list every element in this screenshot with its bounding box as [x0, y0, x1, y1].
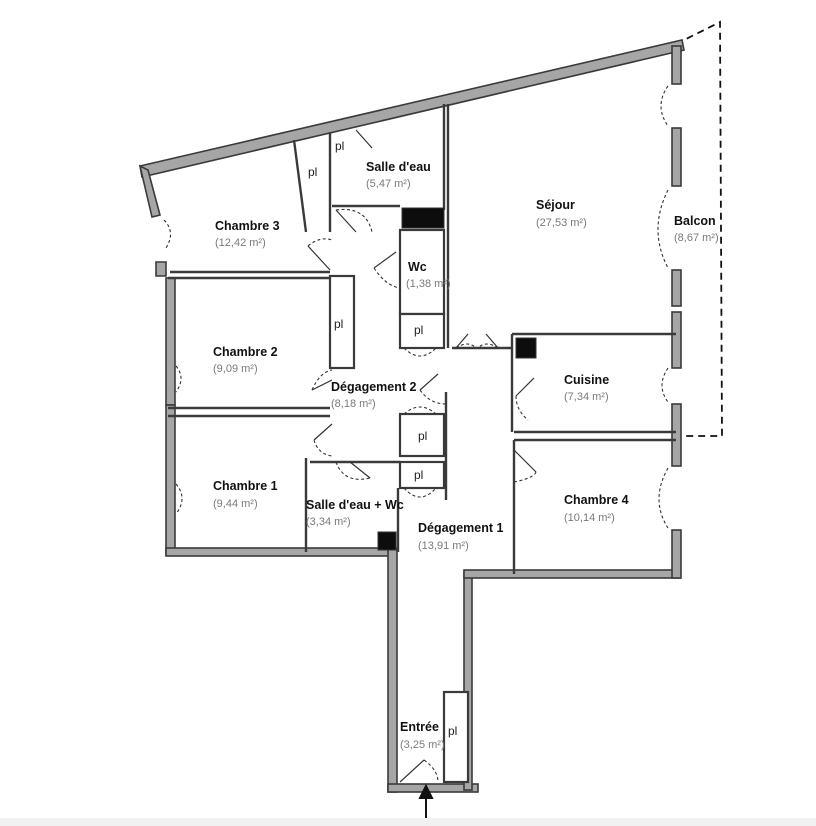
balcony-outline: [675, 20, 723, 437]
room-name-cuisine: Cuisine: [564, 373, 609, 387]
arrow-up-icon: [418, 783, 434, 818]
room-name-chambre2: Chambre 2: [213, 345, 278, 359]
room-area-salle-eau-wc: (3,34 m²): [306, 516, 351, 528]
room-name-chambre4: Chambre 4: [564, 493, 629, 507]
room-name-chambre1: Chambre 1: [213, 479, 278, 493]
closet-label: pl: [414, 468, 423, 482]
room-area-chambre2: (9,09 m²): [213, 363, 258, 375]
closet-label: pl: [334, 317, 343, 331]
technical-shafts: [377, 207, 537, 551]
room-area-cuisine: (7,34 m²): [564, 391, 609, 403]
room-labels: Séjour (27,53 m²) Balcon (8,67 m²) Salle…: [213, 160, 719, 751]
room-name-salle-eau: Salle d'eau: [366, 160, 431, 174]
interior-walls: [168, 104, 676, 784]
room-area-degagement1: (13,91 m²): [418, 540, 469, 552]
closet-label: pl: [448, 724, 457, 738]
room-name-sejour: Séjour: [536, 198, 575, 212]
room-name-salle-eau-wc: Salle d'eau + Wc: [306, 498, 404, 512]
room-name-chambre3: Chambre 3: [215, 219, 280, 233]
room-area-sejour: (27,53 m²): [536, 217, 587, 229]
room-name-degagement1: Dégagement 1: [418, 521, 503, 535]
room-area-chambre4: (10,14 m²): [564, 512, 615, 524]
room-area-balcon: (8,67 m²): [674, 232, 719, 244]
room-name-wc: Wc: [408, 260, 427, 274]
closet-label: pl: [308, 165, 317, 179]
room-name-entree: Entrée: [400, 720, 439, 734]
room-area-degagement2: (8,18 m²): [331, 398, 376, 410]
room-area-wc: (1,38 m²): [406, 278, 451, 290]
closet-label: pl: [418, 429, 427, 443]
closet-labels: pl pl pl pl pl pl pl: [308, 139, 457, 738]
room-area-chambre3: (12,42 m²): [215, 237, 266, 249]
room-area-entree: (3,25 m²): [400, 739, 445, 751]
room-name-degagement2: Dégagement 2: [331, 380, 416, 394]
closet-label: pl: [335, 139, 344, 153]
room-name-balcon: Balcon: [674, 214, 716, 228]
closet-label: pl: [414, 323, 423, 337]
room-area-salle-eau: (5,47 m²): [366, 178, 411, 190]
footer-bar: [0, 818, 816, 826]
exterior-walls: [138, 39, 685, 793]
doors: [163, 85, 669, 783]
room-area-chambre1: (9,44 m²): [213, 498, 258, 510]
